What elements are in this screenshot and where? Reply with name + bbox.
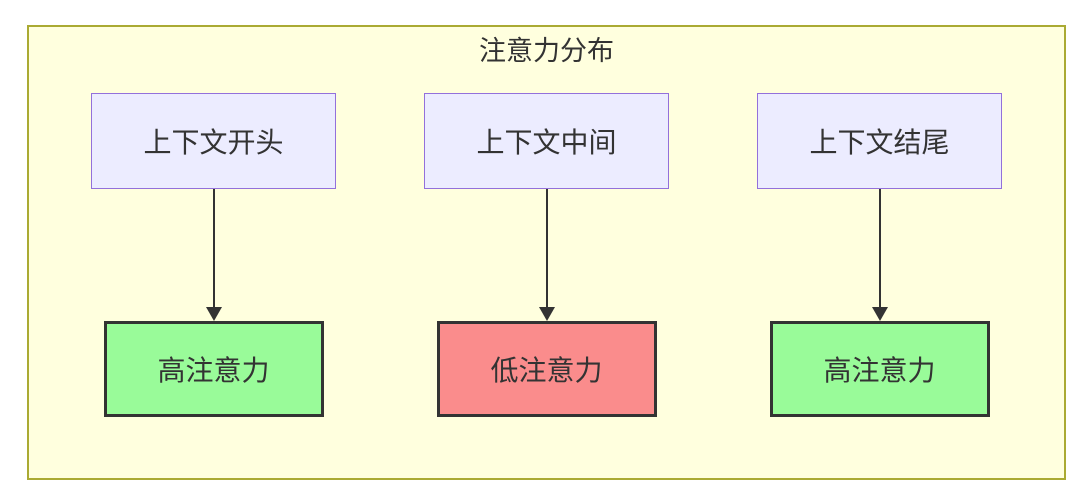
node-context-middle: 上下文中间 (424, 93, 669, 189)
node-attention-result-1: 高注意力 (103, 321, 324, 417)
node-attention-result-2: 低注意力 (436, 321, 657, 417)
flow-column-context-end: 上下文结尾 高注意力 (757, 93, 1002, 417)
node-context-start: 上下文开头 (91, 93, 336, 189)
node-attention-result-3: 高注意力 (769, 321, 990, 417)
attention-distribution-container: 注意力分布 上下文开头 高注意力 上下文中间 低注意力 上下文结尾 高注 (27, 25, 1066, 480)
arrow-down-icon (205, 189, 222, 321)
flow-column-context-start: 上下文开头 高注意力 (91, 93, 336, 417)
arrow-down-icon (538, 189, 555, 321)
diagram-columns: 上下文开头 高注意力 上下文中间 低注意力 上下文结尾 高注意力 (29, 93, 1064, 417)
flow-column-context-middle: 上下文中间 低注意力 (424, 93, 669, 417)
arrow-down-icon (871, 189, 888, 321)
node-context-end: 上下文结尾 (757, 93, 1002, 189)
diagram-title: 注意力分布 (479, 36, 614, 66)
